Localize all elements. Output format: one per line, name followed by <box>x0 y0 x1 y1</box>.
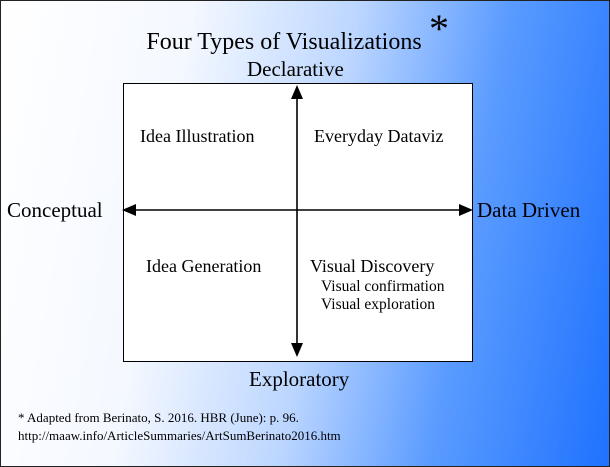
quadrant-top-right: Everyday Dataviz <box>314 126 444 146</box>
quadrant-sub-visual-confirmation: Visual confirmation <box>321 278 445 295</box>
footnote-citation: * Adapted from Berinato, S. 2016. HBR (J… <box>18 410 299 425</box>
arrowhead-down-icon <box>291 343 303 357</box>
axis-label-data-driven: Data Driven <box>477 198 581 222</box>
footnote: * Adapted from Berinato, S. 2016. HBR (J… <box>18 409 341 445</box>
quadrant-top-left: Idea Illustration <box>140 126 255 146</box>
title-asterisk: * <box>429 6 449 51</box>
arrowhead-right-icon <box>459 204 473 216</box>
quadrant-bottom-right: Visual Discovery <box>310 256 435 276</box>
quadrant-panel: Idea Illustration Everyday Dataviz Idea … <box>123 83 473 362</box>
arrowhead-left-icon <box>122 204 136 216</box>
quadrant-sub-visual-exploration: Visual exploration <box>321 296 436 313</box>
quadrant-bottom-left: Idea Generation <box>146 256 262 276</box>
arrowhead-up-icon <box>291 85 303 99</box>
diagram-title: Four Types of Visualizations <box>146 29 422 55</box>
axis-label-conceptual: Conceptual <box>7 198 103 222</box>
footnote-url: http://maaw.info/ArticleSummaries/ArtSum… <box>18 428 341 443</box>
axis-label-declarative: Declarative <box>247 57 344 81</box>
axis-label-exploratory: Exploratory <box>249 367 350 391</box>
